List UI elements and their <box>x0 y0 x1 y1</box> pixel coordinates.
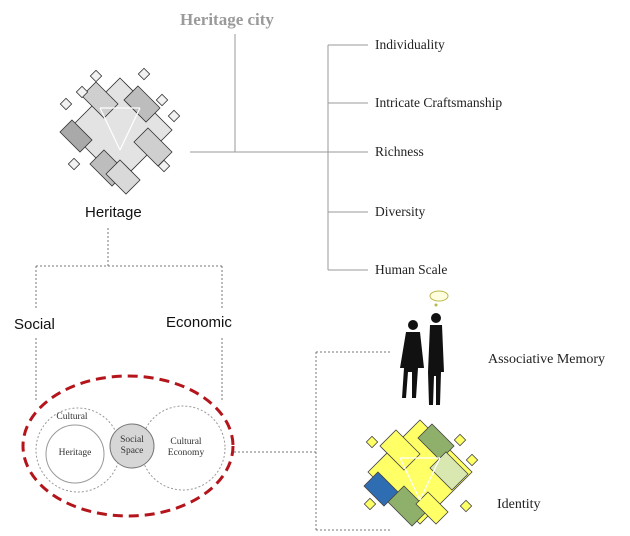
attribute-diversity: Diversity <box>375 204 426 219</box>
identity-label: Identity <box>497 497 541 512</box>
cultural-circle-label: Cultural <box>56 412 88 422</box>
heritage-label: Heritage <box>85 204 142 221</box>
venn-circles <box>35 405 226 493</box>
social-label: Social <box>14 316 55 333</box>
cultural-economy-circle <box>140 405 226 491</box>
attribute-individuality: Individuality <box>375 37 445 52</box>
thought-dot-icon <box>434 303 438 307</box>
people-silhouette <box>400 313 444 405</box>
social-space-label-line1: Social <box>120 435 144 445</box>
attribute-human-scale: Human Scale <box>375 262 448 277</box>
heritage-circle <box>45 424 105 484</box>
tree-connectors <box>190 34 368 271</box>
cultural-economy-label-line2: Economy <box>167 448 205 458</box>
thought-bubble-icon <box>429 290 449 302</box>
attribute-intricate-craftsmanship: Intricate Craftsmanship <box>375 95 503 110</box>
highlight-ellipse <box>21 374 235 518</box>
cultural-economy-label-line1: Cultural <box>170 437 202 447</box>
heritage-plan-drawing <box>59 67 181 195</box>
identity-plan-drawing <box>363 419 479 527</box>
associative-memory-label: Associative Memory <box>488 352 606 367</box>
economic-label: Economic <box>166 314 232 331</box>
diagram-title: Heritage city <box>180 10 274 29</box>
social-space-circle <box>109 423 155 469</box>
attribute-richness: Richness <box>375 144 424 159</box>
social-space-label-line2: Space <box>120 446 144 456</box>
branch-connectors <box>35 228 392 531</box>
heritage-circle-label: Heritage <box>58 448 92 458</box>
